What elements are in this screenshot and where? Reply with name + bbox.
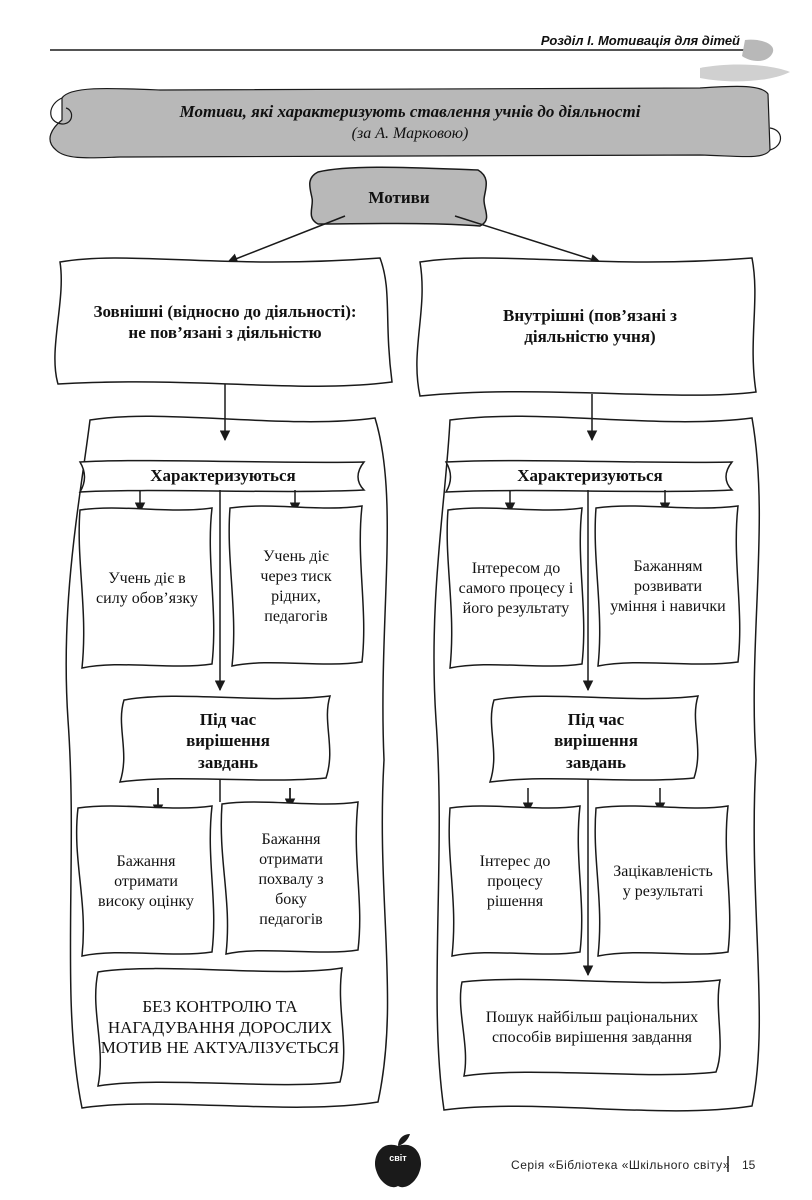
int-char-item-2: Бажанням розвивати уміння і навички — [610, 558, 726, 615]
internal-heading-label: Внутрішні (пов’язані з діяльністю учня) — [503, 305, 677, 346]
internal-during-banner — [488, 695, 700, 783]
external-characterized-label: Характеризуються — [150, 466, 296, 486]
int-during-item-2: Зацікавленість у результаті — [613, 863, 713, 900]
header-brush — [742, 39, 774, 61]
apple-logo-icon — [374, 1144, 422, 1188]
arrow-root-external — [227, 215, 346, 264]
external-heading-shape — [54, 257, 393, 388]
int-during-item-1: Інтерес до процесу рішення — [479, 853, 551, 910]
ext-during-box-2 — [220, 801, 361, 955]
int-char-box-1 — [446, 507, 585, 669]
apple-leaf-icon — [398, 1134, 410, 1146]
external-conclusion-label: БЕЗ КОНТРОЛЮ ТА НАГАДУВАННЯ ДОРОСЛИХ МОТ… — [100, 997, 340, 1058]
logo-wordmark: світ — [389, 1153, 407, 1163]
internal-characterized-banner — [444, 459, 734, 493]
internal-characterized-label: Характеризуються — [517, 466, 663, 486]
int-char-box-2 — [594, 505, 741, 667]
internal-heading-shape — [416, 257, 757, 397]
footer-series: Серія «Бібліотека «Шкільного світу» — [511, 1158, 730, 1172]
header-brush-smear — [700, 64, 790, 82]
title-banner-curl-right — [769, 127, 782, 151]
ext-char-box-1 — [78, 507, 215, 669]
diagram-subtitle: (за А. Марковою) — [351, 125, 469, 142]
int-during-box-2 — [594, 805, 731, 957]
external-conclusion-shape — [94, 967, 345, 1087]
ext-during-box-1 — [75, 805, 215, 957]
diagram-title: Мотиви, які характеризують ставлення учн… — [179, 102, 641, 121]
arrow-root-internal — [454, 215, 602, 265]
root-node-shape — [309, 166, 488, 227]
external-during-label: Під час вирішення завдань — [186, 710, 270, 772]
external-heading-label: Зовнішні (відносно до діяльності): не по… — [93, 301, 357, 342]
page-number: 15 — [742, 1158, 756, 1172]
ext-char-item-2: Учень діє через тиск рідних, педагогів — [260, 548, 332, 625]
title-banner-curl — [50, 97, 73, 125]
internal-during-label: Під час вирішення завдань — [554, 710, 638, 772]
int-char-item-1: Інтересом до самого процесу і його резул… — [458, 560, 574, 617]
external-container — [65, 415, 389, 1109]
section-header: Розділ І. Мотивація для дітей — [540, 33, 740, 48]
ext-char-item-1: Учень діє в силу обов’язку — [96, 570, 198, 607]
external-during-banner — [118, 695, 332, 783]
ext-during-item-1: Бажання отримати високу оцінку — [98, 853, 194, 910]
int-during-box-1 — [448, 805, 583, 957]
internal-conclusion-shape — [459, 978, 721, 1077]
internal-conclusion-label: Пошук найбільш раціональних способів вир… — [485, 1009, 699, 1046]
title-banner — [49, 85, 771, 159]
internal-container — [433, 415, 761, 1112]
ext-during-item-2: Бажання отримати похвалу з боку педагогі… — [258, 831, 324, 928]
root-node-label: Мотиви — [368, 188, 430, 208]
external-characterized-banner — [78, 459, 366, 493]
ext-char-box-2 — [228, 505, 365, 667]
